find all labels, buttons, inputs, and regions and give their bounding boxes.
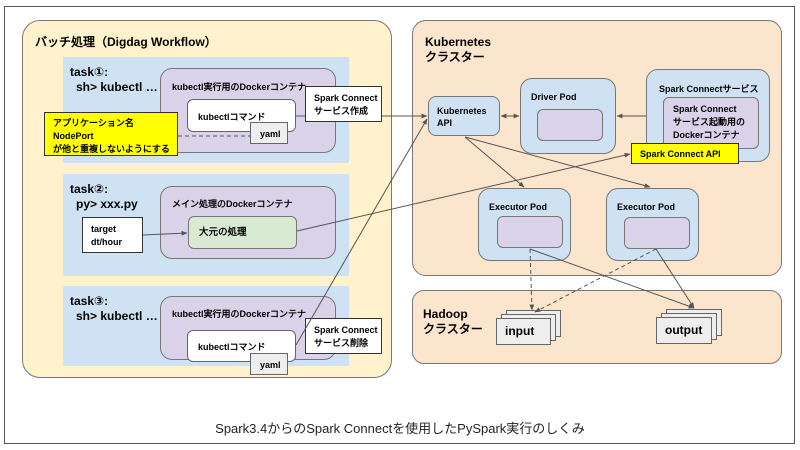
main-process-label: 大元の処理 <box>199 227 247 238</box>
task-2-label: task②: <box>70 182 109 196</box>
service-container-line2: サービス起動用の <box>673 117 746 127</box>
task-3-yaml-label: yaml <box>260 360 281 370</box>
batch-title: バッチ処理（Digdag Workflow） <box>35 35 217 49</box>
task-3-container-title: kubectl実行用のDockerコンテナ <box>172 309 307 319</box>
service-container-line1: Spark Connect <box>673 104 737 114</box>
create-service-line2: サービス作成 <box>314 106 369 116</box>
delete-service-box: Spark Connect サービス削除 <box>305 318 382 354</box>
task-2-container-title: メイン処理のDockerコンテナ <box>172 199 293 209</box>
output-data-doc: output <box>656 317 712 344</box>
diagram-caption: Spark3.4からのSpark Connectを使用したPySpark実行のし… <box>215 421 585 436</box>
service-container-line3: Dockerコンテナ <box>673 130 740 140</box>
task-3-kubectl-label: kubectlコマンド <box>198 342 266 352</box>
task-3-yaml-doc: yaml <box>250 353 288 375</box>
spark-connect-api-label: Spark Connect API <box>640 149 721 159</box>
main-process-box: 大元の処理 <box>188 216 297 249</box>
delete-service-line1: Spark Connect <box>314 325 378 335</box>
task-2-command-label: py> xxx.py <box>76 197 138 211</box>
delete-service-line2: サービス削除 <box>314 338 369 348</box>
note-line3: が他と重複しないようにする <box>53 144 170 154</box>
naming-note: アプリケーション名 NodePort が他と重複しないようにする <box>44 112 178 156</box>
create-service-box: Spark Connect サービス作成 <box>305 86 382 122</box>
target-param-line2: dt/hour <box>91 237 122 247</box>
note-line2: NodePort <box>53 131 94 141</box>
task-1-command-label: sh> kubectl … <box>76 80 158 94</box>
output-label: output <box>665 323 703 337</box>
task-3-label: task③: <box>70 294 109 308</box>
hadoop-title-line2: クラスター <box>423 322 483 336</box>
spark-connect-api-box: Spark Connect API <box>631 143 739 164</box>
task-1-container-title: kubectl実行用のDockerコンテナ <box>172 82 307 92</box>
spark-connect-service-container: Spark Connect サービス起動用の Dockerコンテナ <box>663 97 759 149</box>
task-3-command-label: sh> kubectl … <box>76 309 158 323</box>
k8s-title-line2: クラスター <box>425 50 485 64</box>
executor-pod-2-label: Executor Pod <box>617 202 676 212</box>
note-line1: アプリケーション名 <box>53 118 134 128</box>
executor-pod-2-container <box>624 217 690 249</box>
task-1-yaml-doc: yaml <box>250 122 288 144</box>
driver-pod-label: Driver Pod <box>531 92 577 102</box>
k8s-api-line2: API <box>437 118 453 128</box>
create-service-line1: Spark Connect <box>314 93 378 103</box>
executor-pod-1-container <box>497 216 563 248</box>
executor-pod-1-label: Executor Pod <box>489 202 548 212</box>
k8s-title-line1: Kubernetes <box>425 35 492 49</box>
input-label: input <box>505 324 535 338</box>
input-data-doc: input <box>496 318 551 345</box>
task-1-label: task①: <box>70 65 109 79</box>
target-param-line1: target <box>91 224 117 234</box>
task-1-kubectl-label: kubectlコマンド <box>198 112 266 122</box>
driver-pod-container <box>537 109 603 141</box>
k8s-api-line1: Kubernetes <box>437 106 487 116</box>
hadoop-title-line1: Hadoop <box>423 307 468 321</box>
target-param-box: target dt/hour <box>82 217 143 253</box>
hadoop-cluster-panel: Hadoop クラスター <box>412 290 782 364</box>
kubernetes-api-box: Kubernetes API <box>428 96 500 136</box>
spark-connect-service-title: Spark Connectサービス <box>659 84 759 94</box>
task-1-yaml-label: yaml <box>260 129 281 139</box>
